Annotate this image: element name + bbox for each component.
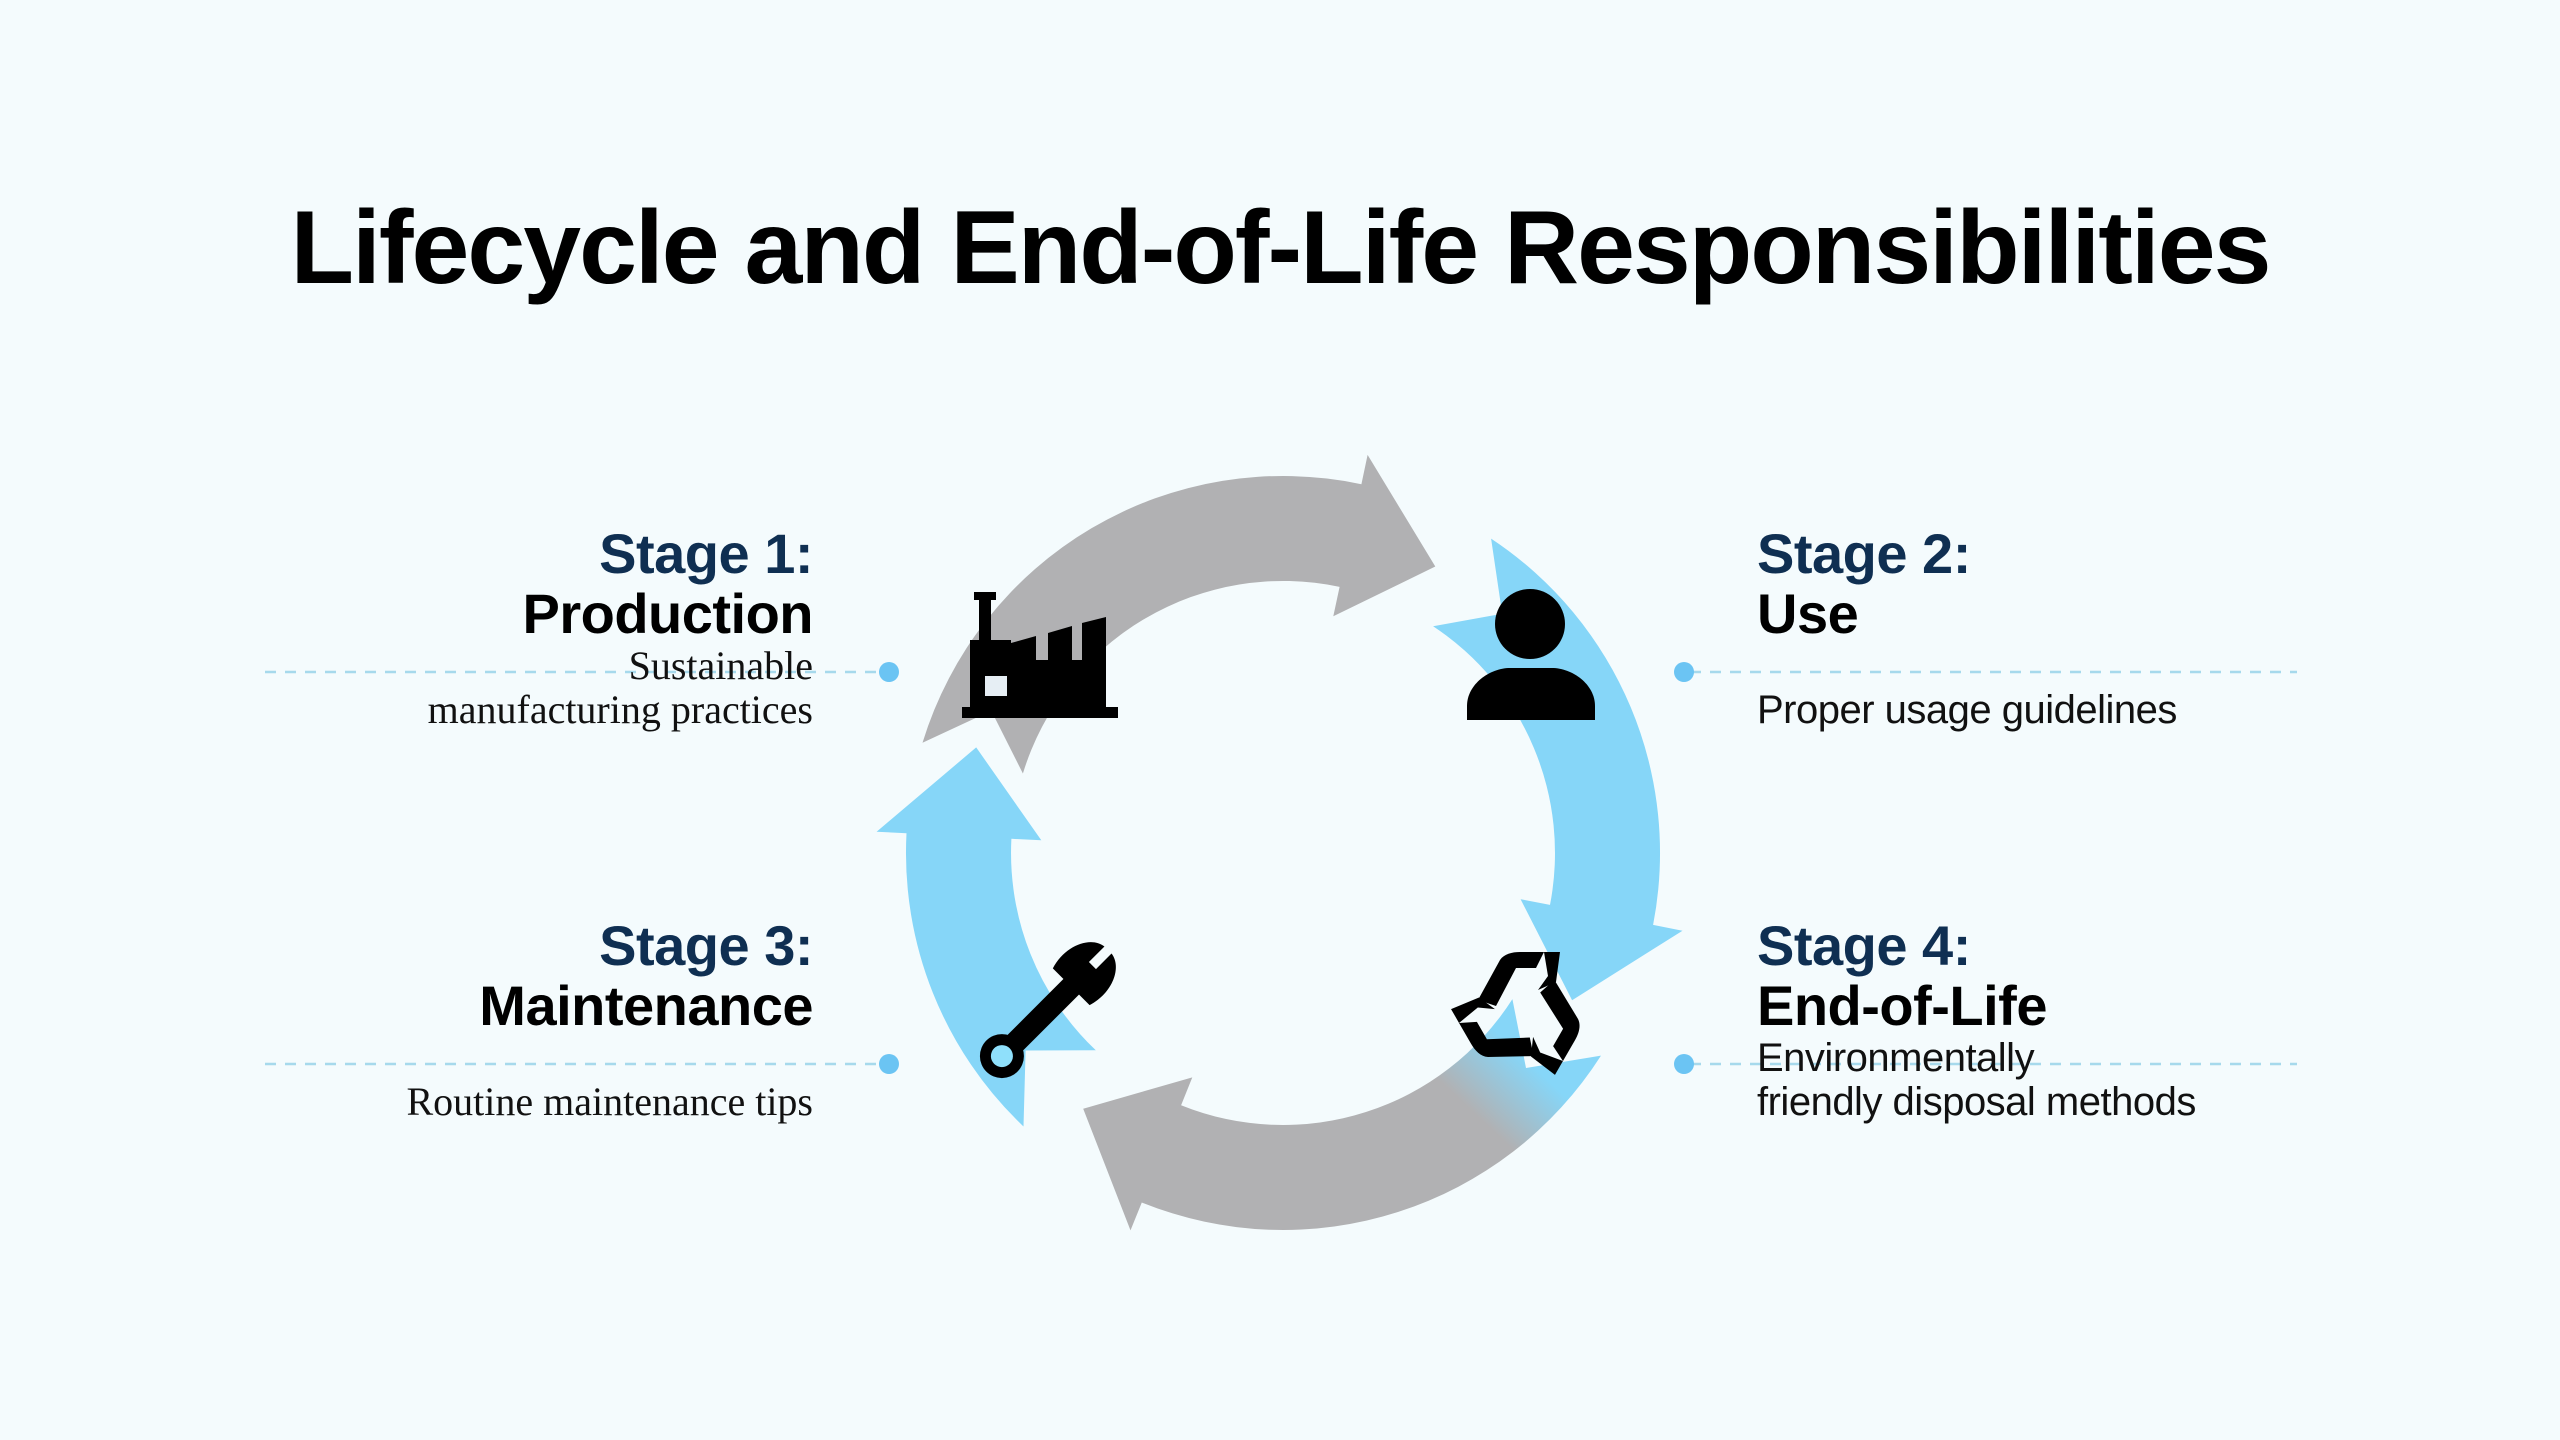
- cycle-arrow-use-to-end-of-life: [1433, 538, 1683, 1001]
- stage-3-number: Stage 3:: [599, 914, 813, 977]
- stage-1-number: Stage 1:: [599, 522, 813, 585]
- person-icon: [1467, 589, 1595, 720]
- stage-1-description-line-1: Sustainable: [628, 643, 813, 688]
- recycle-icon: [1451, 952, 1596, 1081]
- stage-3-name: Maintenance: [479, 974, 813, 1037]
- connector-dot-stage-3: [879, 1054, 899, 1074]
- stage-1-name: Production: [522, 582, 813, 645]
- stage-4-name: End-of-Life: [1757, 974, 2047, 1037]
- connector-dot-stage-1: [879, 662, 899, 682]
- stage-2-block: Stage 2: Use Proper usage guidelines: [1757, 522, 2177, 733]
- stage-4-description-line-2: friendly disposal methods: [1757, 1080, 2196, 1124]
- stage-4-number: Stage 4:: [1757, 914, 1971, 977]
- factory-icon: [962, 592, 1118, 718]
- stage-3-description-line-1: Routine maintenance tips: [406, 1079, 813, 1124]
- stage-2-description-line-1: Proper usage guidelines: [1757, 688, 2177, 732]
- connector-dot-stage-4: [1674, 1054, 1694, 1074]
- stage-1-block: Stage 1: Production Sustainable manufact…: [427, 522, 814, 732]
- cycle-arrow-production-to-use: [922, 454, 1436, 774]
- cycle-arrows: [876, 454, 1683, 1231]
- stage-1-description-line-2: manufacturing practices: [427, 687, 813, 732]
- stage-3-block: Stage 3: Maintenance Routine maintenance…: [406, 916, 813, 1124]
- stage-2-name: Use: [1757, 582, 1859, 645]
- page-title: Lifecycle and End-of-Life Responsibiliti…: [290, 190, 2272, 306]
- cycle-arrow-end-of-life-to-maintenance: [1083, 999, 1601, 1231]
- connector-dot-stage-2: [1674, 662, 1694, 682]
- connector-lines: [265, 662, 2297, 1074]
- stage-4-block: Stage 4: End-of-Life Environmentally fri…: [1757, 914, 2196, 1125]
- stage-4-description-line-1: Environmentally: [1757, 1036, 2035, 1080]
- stage-2-number: Stage 2:: [1757, 522, 1971, 585]
- wrench-icon: [979, 942, 1116, 1079]
